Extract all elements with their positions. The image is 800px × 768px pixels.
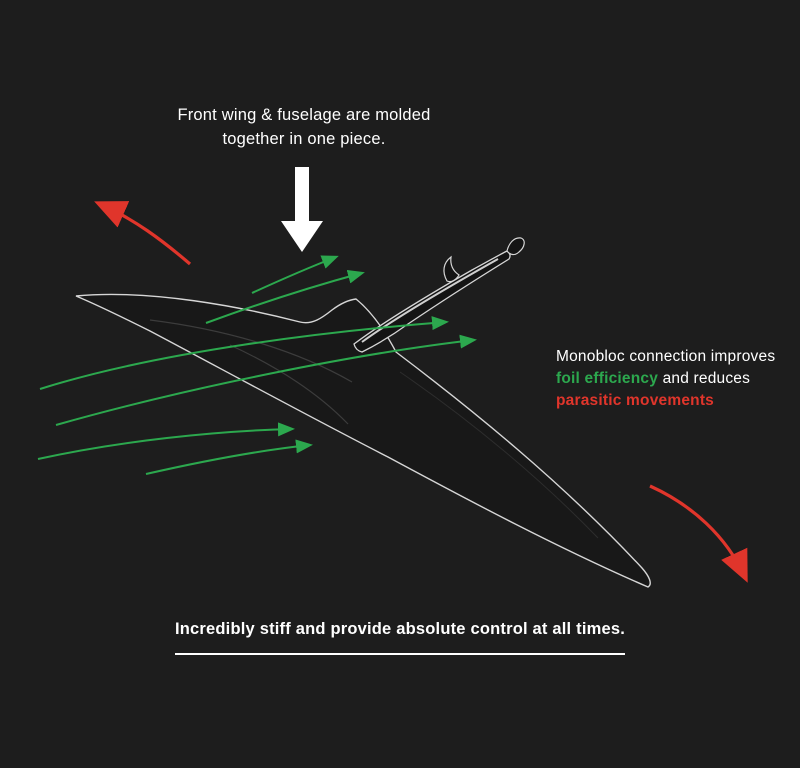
and-reduces-text: and reduces xyxy=(658,370,751,387)
airflow-arrow-6-icon xyxy=(145,439,313,475)
mast-mount-tab xyxy=(443,255,460,283)
top-caption-line1: Front wing & fuselage are molded xyxy=(177,106,431,124)
wing-seam-line xyxy=(149,319,353,383)
airflow-arrow-4-icon xyxy=(55,334,477,426)
airflow-arrow-1-icon xyxy=(251,255,339,294)
wing-seam-line xyxy=(399,371,599,539)
top-caption-line2: together in one piece. xyxy=(222,130,386,148)
wing-seam-line xyxy=(229,344,349,425)
top-caption: Front wing & fuselage are molded togethe… xyxy=(118,103,490,151)
airflow-arrow-2-icon xyxy=(205,269,365,324)
side-caption-line1: Monobloc connection improves xyxy=(556,348,776,365)
airflow-arrow-3-icon xyxy=(39,316,449,390)
parasitic-movements-text: parasitic movements xyxy=(556,392,715,409)
fuselage-nose xyxy=(506,237,525,256)
side-caption: Monobloc connection improves foil effici… xyxy=(556,346,781,412)
rotation-arrow-bottom-right-icon xyxy=(649,484,748,583)
down-arrow-icon xyxy=(281,167,323,252)
airflow-arrow-5-icon xyxy=(37,422,295,460)
airflow-arrows xyxy=(37,255,477,475)
front-wing-illustration xyxy=(75,237,651,588)
side-caption-line2: foil efficiency and reduces xyxy=(556,368,781,390)
rotation-arrow-top-left-icon xyxy=(94,201,192,266)
fuselage-highlight xyxy=(361,258,499,343)
bottom-caption: Incredibly stiff and provide absolute co… xyxy=(0,620,800,655)
bottom-caption-text: Incredibly stiff and provide absolute co… xyxy=(174,620,626,655)
wing-outline xyxy=(75,293,651,588)
foil-efficiency-text: foil efficiency xyxy=(556,370,659,387)
